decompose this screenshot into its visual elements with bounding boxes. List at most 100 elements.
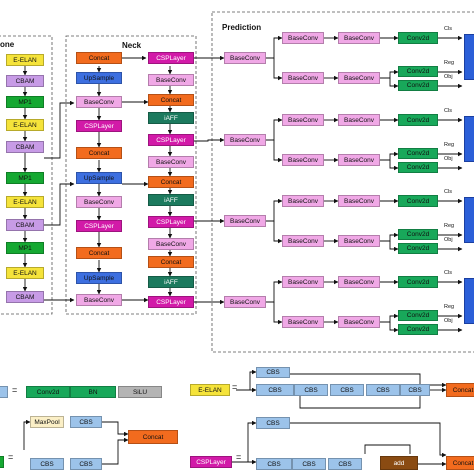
neck-left-block-11: BaseConv [76, 294, 122, 306]
pred-head-3-obj-label: Obj [444, 237, 453, 243]
neck-left-block-2: UpSample [76, 72, 122, 84]
legend-bn: BN [70, 386, 116, 398]
legend-csplayer-equals: = [236, 452, 242, 462]
legend-csp-concat: Concat [446, 456, 474, 470]
neck-right-block-8: iAFF [148, 194, 194, 206]
neck-left-block-4: CSPLayer [76, 120, 122, 132]
pred-head-4-cls-conv2d: Conv2d [398, 276, 438, 288]
pred-head-3-obj-conv2d: Conv2d [398, 243, 438, 254]
neck-left-block-10: UpSample [76, 272, 122, 284]
neck-right-block-3: Concat [148, 94, 194, 106]
neck-left-block-7: BaseConv [76, 196, 122, 208]
pred-head-2-reg-conv2d: Conv2d [398, 148, 438, 159]
pred-head-1-baseconv: BaseConv [224, 52, 266, 64]
legend-cbs-swatch [0, 386, 8, 398]
pred-head-1-obj-label: Obj [444, 74, 453, 80]
pred-head-2-top-baseconv-2: BaseConv [338, 114, 380, 126]
legend-mp-concat: Concat [128, 430, 178, 444]
neck-right-block-9: CSPLayer [148, 216, 194, 228]
pred-head-4-top-baseconv-2: BaseConv [338, 276, 380, 288]
pred-head-2-top-baseconv-1: BaseConv [282, 114, 324, 126]
pred-head-4-top-baseconv-1: BaseConv [282, 276, 324, 288]
prediction-title: Prediction [222, 23, 262, 32]
legend-eelan-concat: Concat [446, 383, 474, 397]
pred-head-2-baseconv: BaseConv [224, 134, 266, 146]
neck-left-block-3: BaseConv [76, 96, 122, 108]
legend-csp-cbs-2: CBS [292, 458, 326, 470]
pred-head-3-reg-conv2d: Conv2d [398, 229, 438, 240]
backbone-block-5: CBAM [6, 141, 44, 153]
pred-head-3-bot-baseconv-1: BaseConv [282, 235, 324, 247]
pred-head-1-reg-conv2d: Conv2d [398, 66, 438, 77]
legend-mp-cbs-top: CBS [70, 416, 102, 428]
legend-eelan-equals: = [232, 382, 238, 392]
backbone-block-9: MP1 [6, 242, 44, 254]
backbone-block-10: E-ELAN [6, 267, 44, 279]
legend-csp-cbs-1: CBS [256, 458, 292, 470]
pred-head-1-cls-label: Cls [444, 26, 452, 32]
pred-head-1-output-tensor [464, 34, 474, 80]
neck-right-block-12: iAFF [148, 276, 194, 288]
pred-head-3-bot-baseconv-2: BaseConv [338, 235, 380, 247]
pred-head-1-top-baseconv-1: BaseConv [282, 32, 324, 44]
neck-left-block-6: UpSample [76, 172, 122, 184]
pred-head-3-top-baseconv-2: BaseConv [338, 195, 380, 207]
legend-csplayer-title: CSPLayer [190, 456, 232, 468]
backbone-block-11: CBAM [6, 291, 44, 303]
pred-head-1-cls-conv2d: Conv2d [398, 32, 438, 44]
legend-eelan-cbs-2: CBS [294, 384, 328, 396]
neck-right-block-13: CSPLayer [148, 296, 194, 308]
backbone-block-1: E-ELAN [6, 54, 44, 66]
pred-head-2-obj-conv2d: Conv2d [398, 162, 438, 173]
legend-silu: SiLU [118, 386, 162, 398]
backbone-block-3: MP1 [6, 96, 44, 108]
neck-right-block-7: Concat [148, 176, 194, 188]
neck-left-block-1: Concat [76, 52, 122, 64]
pred-head-1-obj-conv2d: Conv2d [398, 80, 438, 91]
pred-head-2-bot-baseconv-2: BaseConv [338, 154, 380, 166]
pred-head-4-obj-label: Obj [444, 318, 453, 324]
backbone-block-8: CBAM [6, 219, 44, 231]
neck-right-block-5: CSPLayer [148, 134, 194, 146]
neck-right-block-1: CSPLayer [148, 52, 194, 64]
pred-head-3-baseconv: BaseConv [224, 215, 266, 227]
legend-mp-equals: = [8, 452, 14, 462]
pred-head-3-cls-conv2d: Conv2d [398, 195, 438, 207]
backbone-title: one [0, 40, 15, 49]
pred-head-1-reg-label: Reg [444, 60, 455, 66]
legend-csp-cbs-top: CBS [256, 417, 290, 429]
legend-csp-cbs-3: CBS [328, 458, 362, 470]
backbone-block-7: E-ELAN [6, 196, 44, 208]
backbone-block-6: MP1 [6, 172, 44, 184]
neck-left-block-8: CSPLayer [76, 220, 122, 232]
backbone-block-4: E-ELAN [6, 119, 44, 131]
neck-right-block-2: BaseConv [148, 74, 194, 86]
neck-right-block-4: iAFF [148, 112, 194, 124]
pred-head-4-bot-baseconv-1: BaseConv [282, 316, 324, 328]
legend-eelan-cbs-3: CBS [330, 384, 364, 396]
legend-eelan-cbs-4: CBS [366, 384, 400, 396]
pred-head-4-cls-label: Cls [444, 270, 452, 276]
legend-mp-swatch [0, 456, 4, 468]
pred-head-1-top-baseconv-2: BaseConv [338, 32, 380, 44]
pred-head-4-bot-baseconv-2: BaseConv [338, 316, 380, 328]
legend-conv2d: Conv2d [26, 386, 70, 398]
pred-head-4-reg-conv2d: Conv2d [398, 310, 438, 321]
pred-head-1-bot-baseconv-1: BaseConv [282, 72, 324, 84]
pred-head-2-obj-label: Obj [444, 156, 453, 162]
neck-right-block-10: BaseConv [148, 238, 194, 250]
pred-head-4-output-tensor [464, 278, 474, 324]
legend-cbs-equals: = [12, 385, 18, 395]
pred-head-2-cls-label: Cls [444, 108, 452, 114]
pred-head-2-output-tensor [464, 116, 474, 162]
neck-right-block-11: Concat [148, 256, 194, 268]
pred-head-3-output-tensor [464, 197, 474, 243]
pred-head-2-reg-label: Reg [444, 142, 455, 148]
neck-left-block-5: Concat [76, 147, 122, 159]
pred-head-3-top-baseconv-1: BaseConv [282, 195, 324, 207]
legend-eelan-cbs-top: CBS [256, 367, 290, 378]
pred-head-1-bot-baseconv-2: BaseConv [338, 72, 380, 84]
pred-head-4-reg-label: Reg [444, 304, 455, 310]
